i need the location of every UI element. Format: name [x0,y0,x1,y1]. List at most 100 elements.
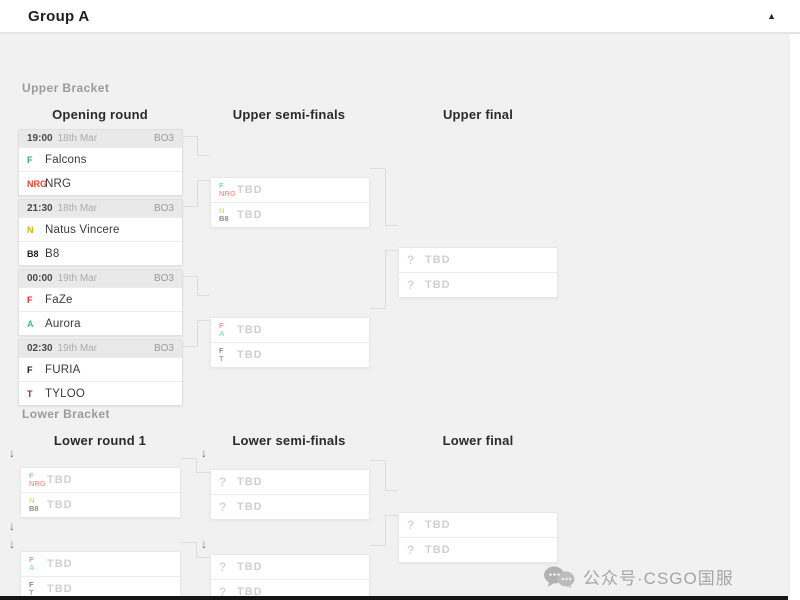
right-margin [790,34,800,600]
match-date: 18th Mar [57,133,98,144]
question-icon: ? [219,475,227,489]
upper-bracket-label: Upper Bracket [22,81,110,95]
connector-line [370,308,385,309]
tyloo-logo-icon: T [29,588,34,597]
b8-logo-icon: B8 [29,504,39,513]
nrg-logo-icon: NRG [27,178,47,189]
match-header: 02:30 19th Mar BO3 [19,340,182,357]
furia-logo-icon: F [29,580,34,589]
tbd-team-row: ? TBD [211,555,369,579]
team-name: NRG [45,177,72,190]
tbd-label: TBD [237,184,263,196]
tbd-label: TBD [237,349,263,361]
connector-line [197,295,210,296]
nrg-logo-icon: NRG [29,479,46,488]
match-date: 18th Mar [57,203,98,214]
connector-line [196,458,197,473]
tbd-team-row: ? TBD [399,272,557,297]
team-row[interactable]: NRG NRG [19,171,182,195]
furia-logo-icon: F [219,346,224,355]
question-icon: ? [407,543,415,557]
tbd-label: TBD [47,583,73,595]
match-format-badge: BO3 [153,343,174,354]
team-name: B8 [45,247,60,260]
question-icon: ? [219,500,227,514]
team-row[interactable]: B8 B8 [19,241,182,265]
watermark: 公众号·CSGO国服 [543,564,734,589]
tbd-team-row: ? TBD [399,537,557,562]
team-row[interactable]: F Falcons [19,147,182,171]
connector-line [183,136,197,137]
connector-line [183,346,197,347]
drop-arrow-icon: ↓ [9,519,15,533]
tbd-label: TBD [425,519,451,531]
tbd-team-row: ? TBD [211,470,369,494]
group-header[interactable]: Group A ▲ [0,0,800,34]
tbd-label: TBD [237,209,263,221]
match-format-badge: BO3 [153,273,174,284]
tbd-label: TBD [47,558,73,570]
bottom-bar [0,596,788,600]
match-card-ub-final: ? TBD ? TBD [398,247,558,298]
connector-line [183,276,197,277]
possible-team-icons: F A [219,322,237,338]
match-card-ub-semifinal-2: F A TBD F T TBD [210,317,370,368]
falcons-logo-icon: F [29,471,34,480]
bracket-content: Upper Bracket Opening round Upper semi-f… [0,34,790,600]
question-icon: ? [407,518,415,532]
tbd-label: TBD [237,586,263,598]
group-title: Group A [28,7,90,25]
team-name: FaZe [45,293,73,306]
tbd-team-row: F A TBD [211,318,369,342]
connector-line [197,320,210,321]
team-row[interactable]: T TYLOO [19,381,182,405]
match-card-ub-opening-4[interactable]: 02:30 19th Mar BO3 F FURIA T TYLOO [18,339,183,406]
match-card-ub-opening-1[interactable]: 19:00 18th Mar BO3 F Falcons NRG NRG [18,129,183,196]
tbd-label: TBD [425,544,451,556]
nrg-logo-icon: NRG [219,189,236,198]
match-card-ub-semifinal-1: F NRG TBD N B8 TBD [210,177,370,228]
natus-vincere-logo-icon: N [29,496,35,505]
connector-line [197,180,210,181]
team-row[interactable]: N Natus Vincere [19,217,182,241]
connector-line [385,250,386,309]
connector-line [183,206,197,207]
question-icon: ? [219,585,227,599]
collapse-caret-icon[interactable]: ▲ [767,11,776,21]
tbd-label: TBD [425,279,451,291]
possible-team-icons: N B8 [29,497,47,513]
natus-vincere-logo-icon: N [219,206,225,215]
falcons-logo-icon: F [219,181,224,190]
column-header-lower-semi-finals: Lower semi-finals [232,433,346,448]
furia-logo-icon: F [27,364,33,375]
column-header-lower-round-1: Lower round 1 [53,433,147,448]
tbd-label: TBD [237,324,263,336]
team-row[interactable]: F FURIA [19,357,182,381]
connector-line [385,515,398,516]
tbd-team-row: F T TBD [211,342,369,367]
team-row[interactable]: A Aurora [19,311,182,335]
drop-arrow-icon: ↓ [201,446,207,460]
connector-line [197,180,198,207]
team-name: Aurora [45,317,81,330]
connector-line [181,542,196,543]
team-row[interactable]: F FaZe [19,287,182,311]
falcons-logo-icon: F [27,154,33,165]
chat-bubbles-icon [544,566,575,588]
column-header-opening-round: Opening round [52,107,148,122]
connector-line [197,155,210,156]
lower-bracket-label: Lower Bracket [22,407,110,421]
connector-line [181,458,196,459]
connector-line [197,136,198,156]
match-time: 02:30 [27,343,53,354]
match-card-ub-opening-2[interactable]: 21:30 18th Mar BO3 N Natus Vincere B8 B8 [18,199,183,266]
connector-line [385,460,386,491]
tbd-team-row: F NRG TBD [21,468,180,492]
b8-logo-icon: B8 [219,214,229,223]
drop-arrow-icon: ↓ [9,537,15,551]
match-card-ub-opening-3[interactable]: 00:00 19th Mar BO3 F FaZe A Aurora [18,269,183,336]
connector-line [197,276,198,296]
match-format-badge: BO3 [153,133,174,144]
connector-line [385,250,398,251]
match-time: 21:30 [27,203,53,214]
